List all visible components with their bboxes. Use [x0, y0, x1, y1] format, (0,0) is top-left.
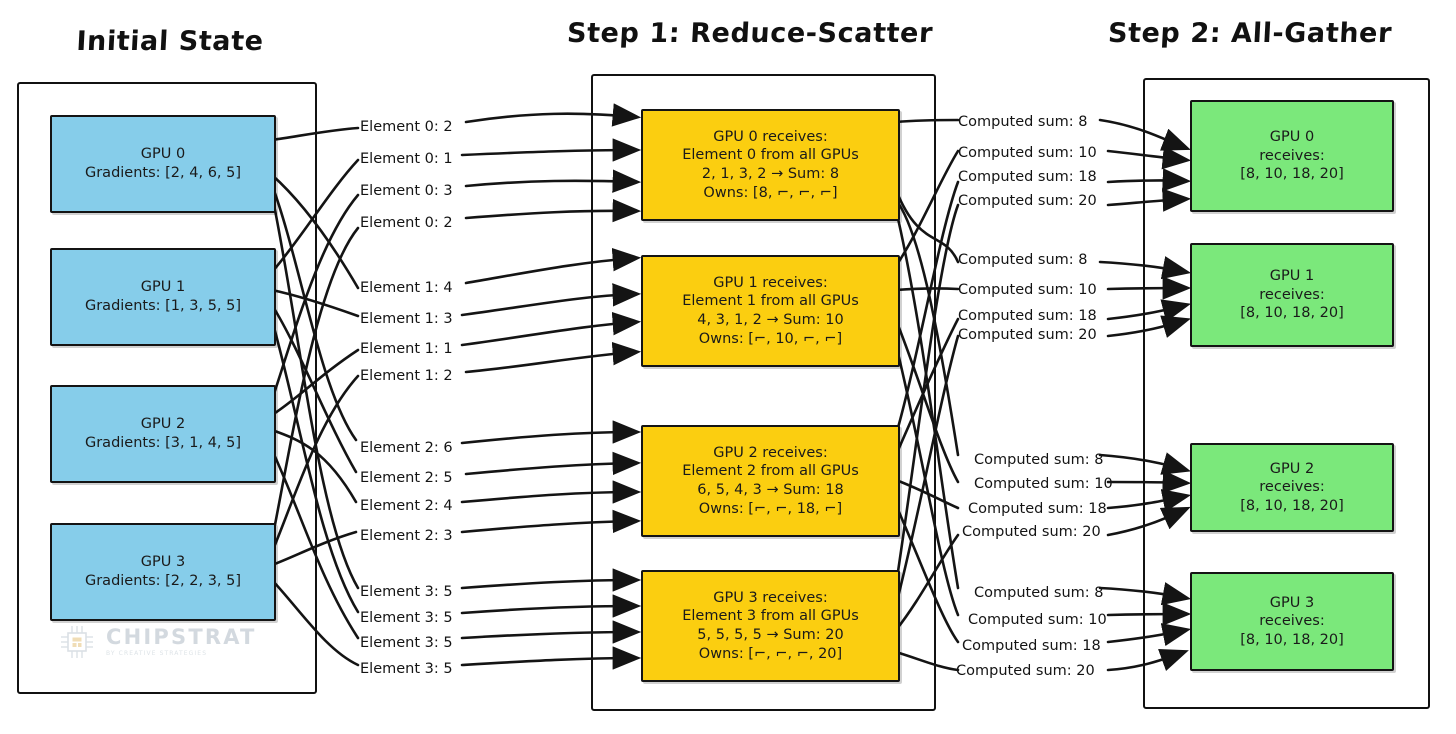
edge-label-element-0-gpu-1: Element 0: 1: [360, 151, 453, 167]
edge-label-element-1-gpu-0: Element 1: 4: [360, 280, 453, 296]
edge-label-sum-g3-2: Computed sum: 18: [962, 638, 1101, 654]
gpu-values: [8, 10, 18, 20]: [1240, 497, 1344, 514]
watermark-tagline: BY CREATIVE STRATEGIES: [106, 650, 208, 657]
edge-label-element-0-gpu-2: Element 0: 3: [360, 183, 453, 199]
gpu-name: GPU 1: [140, 279, 186, 296]
gpu-name: GPU 3: [1269, 594, 1315, 611]
box-line-owns: Owns: [⌐, ⌐, ⌐, 20]: [698, 645, 843, 662]
box-line-owns: Owns: [8, ⌐, ⌐, ⌐]: [703, 184, 838, 201]
edge-label-sum-g3-3: Computed sum: 20: [956, 663, 1095, 679]
gpu-verb: receives:: [1259, 613, 1325, 630]
edge-label-sum-g0-3: Computed sum: 20: [958, 193, 1097, 209]
gpu-gradients: Gradients: [1, 3, 5, 5]: [84, 298, 242, 314]
gpu-name: GPU 2: [140, 416, 186, 433]
edge-label-sum-g0-0: Computed sum: 8: [958, 114, 1088, 130]
edge-label-sum-g2-1: Computed sum: 10: [974, 476, 1113, 492]
box-line-owns: Owns: [⌐, ⌐, 18, ⌐]: [698, 500, 843, 517]
edge-label-sum-g3-1: Computed sum: 10: [968, 612, 1107, 628]
gpu-name: GPU 2: [1269, 460, 1315, 477]
initial-gpu-box-0[interactable]: GPU 0 Gradients: [2, 4, 6, 5]: [50, 115, 276, 213]
edge-label-element-3-gpu-1: Element 3: 5: [360, 610, 453, 626]
box-line-3: 2, 1, 3, 2 → Sum: 8: [701, 166, 840, 182]
reduce-scatter-box-1[interactable]: GPU 1 receives: Element 1 from all GPUs …: [641, 255, 900, 367]
edge-label-element-1-gpu-1: Element 1: 3: [360, 311, 453, 327]
reduce-scatter-box-3[interactable]: GPU 3 receives: Element 3 from all GPUs …: [641, 570, 900, 682]
gpu-values: [8, 10, 18, 20]: [1240, 305, 1344, 322]
gpu-gradients: Gradients: [3, 1, 4, 5]: [84, 435, 242, 451]
box-line-owns: Owns: [⌐, 10, ⌐, ⌐]: [698, 330, 843, 347]
panel-all-gather: [1143, 78, 1430, 709]
box-line-3: 5, 5, 5, 5 → Sum: 20: [697, 627, 844, 643]
panel-reduce-scatter: [591, 74, 936, 711]
edge-label-element-2-gpu-2: Element 2: 4: [360, 498, 453, 514]
initial-gpu-box-3[interactable]: GPU 3 Gradients: [2, 2, 3, 5]: [50, 523, 276, 621]
edge-label-sum-g1-1: Computed sum: 10: [958, 282, 1097, 298]
all-gather-box-3[interactable]: GPU 3 receives: [8, 10, 18, 20]: [1190, 572, 1394, 671]
gpu-gradients: Gradients: [2, 2, 3, 5]: [84, 573, 242, 589]
gpu-verb: receives:: [1259, 286, 1325, 303]
reduce-scatter-box-0[interactable]: GPU 0 receives: Element 0 from all GPUs …: [641, 109, 900, 221]
edge-label-element-1-gpu-3: Element 1: 2: [360, 368, 453, 384]
box-line-2: Element 3 from all GPUs: [682, 608, 859, 625]
reduce-scatter-box-2[interactable]: GPU 2 receives: Element 2 from all GPUs …: [641, 425, 900, 537]
all-gather-box-2[interactable]: GPU 2 receives: [8, 10, 18, 20]: [1190, 443, 1394, 532]
panel-initial-state: [17, 82, 317, 694]
watermark: CHIPSTRAT BY CREATIVE STRATEGIES: [57, 618, 257, 666]
all-gather-box-0[interactable]: GPU 0 receives: [8, 10, 18, 20]: [1190, 100, 1394, 212]
gpu-name: GPU 0: [140, 146, 186, 163]
edge-label-element-0-gpu-0: Element 0: 2: [360, 119, 453, 135]
edge-label-element-2-gpu-3: Element 2: 3: [360, 528, 453, 544]
edge-label-sum-g2-3: Computed sum: 20: [962, 524, 1101, 540]
edge-label-element-1-gpu-2: Element 1: 1: [360, 341, 453, 357]
box-line-2: Element 1 from all GPUs: [682, 293, 859, 310]
box-line-2: Element 0 from all GPUs: [682, 147, 859, 164]
gpu-name: GPU 3: [140, 554, 186, 571]
edge-label-sum-g2-0: Computed sum: 8: [974, 452, 1104, 468]
edge-label-element-0-gpu-3: Element 0: 2: [360, 215, 453, 231]
edge-label-sum-g1-2: Computed sum: 18: [958, 308, 1097, 324]
all-gather-box-1[interactable]: GPU 1 receives: [8, 10, 18, 20]: [1190, 243, 1394, 347]
gpu-verb: receives:: [1259, 147, 1325, 164]
edge-label-element-3-gpu-2: Element 3: 5: [360, 635, 453, 651]
gpu-values: [8, 10, 18, 20]: [1240, 631, 1344, 648]
edge-label-element-3-gpu-3: Element 3: 5: [360, 661, 453, 677]
gpu-verb: receives:: [1259, 479, 1325, 496]
edge-label-element-2-gpu-1: Element 2: 5: [360, 470, 453, 486]
edge-label-sum-g1-3: Computed sum: 20: [958, 327, 1097, 343]
initial-gpu-box-1[interactable]: GPU 1 Gradients: [1, 3, 5, 5]: [50, 248, 276, 346]
edge-label-sum-g3-0: Computed sum: 8: [974, 585, 1104, 601]
box-line-3: 4, 3, 1, 2 → Sum: 10: [697, 312, 844, 328]
box-line-1: GPU 3 receives:: [713, 589, 828, 606]
box-line-1: GPU 0 receives:: [713, 128, 828, 145]
edge-label-element-3-gpu-0: Element 3: 5: [360, 584, 453, 600]
watermark-name: CHIPSTRAT: [106, 625, 257, 649]
gpu-gradients: Gradients: [2, 4, 6, 5]: [84, 165, 242, 181]
box-line-1: GPU 1 receives:: [713, 274, 828, 291]
box-line-2: Element 2 from all GPUs: [682, 463, 859, 480]
box-line-1: GPU 2 receives:: [713, 444, 828, 461]
box-line-3: 6, 5, 4, 3 → Sum: 18: [697, 482, 844, 498]
edge-label-sum-g0-1: Computed sum: 10: [958, 145, 1097, 161]
edge-label-sum-g0-2: Computed sum: 18: [958, 169, 1097, 185]
gpu-name: GPU 1: [1269, 268, 1315, 285]
edge-label-sum-g2-2: Computed sum: 18: [968, 501, 1107, 517]
initial-gpu-box-2[interactable]: GPU 2 Gradients: [3, 1, 4, 5]: [50, 385, 276, 483]
edge-label-element-2-gpu-0: Element 2: 6: [360, 440, 453, 456]
gpu-name: GPU 0: [1269, 129, 1315, 146]
edge-label-sum-g1-0: Computed sum: 8: [958, 252, 1088, 268]
gpu-values: [8, 10, 18, 20]: [1240, 166, 1344, 183]
chip-icon: [57, 622, 97, 662]
